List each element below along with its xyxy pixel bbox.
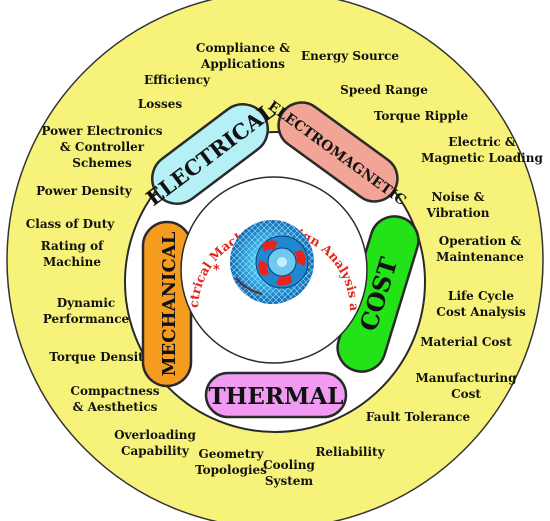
parameter-label: Speed Range [340,83,428,97]
parameter-label-line: Material Cost [420,335,512,349]
category-label-mechanical: MECHANICAL [159,231,180,376]
parameter-label: Compliance & Applications [196,41,290,71]
parameter-label: Material Cost [420,335,512,349]
parameter-label-line: Geometry [198,447,264,461]
parameter-label: Power Density [36,184,133,198]
category-thermal: THERMAL [204,371,348,419]
parameter-label-line: Cost [451,387,481,401]
category-mechanical: MECHANICAL [141,220,193,388]
parameter-label: Class of Duty [26,217,116,231]
parameter-label: Electric & Magnetic Loading [421,135,543,165]
category-label-thermal: THERMAL [209,383,344,410]
parameter-label-line: & Aesthetics [73,400,158,414]
parameter-label-line: Dynamic [57,296,115,310]
parameter-label: Losses [138,97,183,111]
parameter-label-line: Life Cycle [448,289,514,303]
motor-image [230,220,314,304]
parameter-label: Torque Ripple [374,109,469,123]
parameter-label-line: Rating of [41,239,104,253]
parameter-label: Rating of Machine [41,239,104,269]
parameter-label-line: Compactness [70,384,159,398]
parameter-label-line: Energy Source [301,49,399,63]
parameter-label: Noise & Vibration [426,190,490,220]
parameter-label-line: Reliability [315,445,385,459]
parameter-label-line: Cooling [263,458,315,472]
parameter-label-line: & Controller [60,140,145,154]
parameter-label: Compactness & Aesthetics [70,384,159,414]
parameter-label-line: Noise & [432,190,485,204]
parameter-labels: Compliance & Applications Energy SourceEff… [26,41,544,488]
parameter-label-line: Electric & [448,135,516,149]
parameter-label-line: Maintenance [436,250,524,264]
parameter-label: Reliability [315,445,385,459]
parameter-label-line: Losses [138,97,183,111]
parameter-label-line: Overloading [114,428,196,442]
title-star-icon: * [213,263,220,278]
parameter-label-line: Compliance & [196,41,290,55]
parameter-label-line: Manufacturing [415,371,517,385]
parameter-label-line: Torque Density [49,350,151,364]
parameter-label-line: Vibration [426,206,490,220]
parameter-label: Torque Density [49,350,151,364]
parameter-label-line: Efficiency [144,73,211,87]
parameter-label: Fault Tolerance [366,410,471,424]
parameter-label-line: Applications [200,57,285,71]
parameter-label: Energy Source [301,49,399,63]
parameter-label-line: Schemes [72,156,132,170]
parameter-label-line: System [265,474,314,488]
parameter-label-line: Class of Duty [26,217,116,231]
parameter-label-line: Operation & [439,234,522,248]
parameter-label: Operation & Maintenance [436,234,524,264]
parameter-label-line: Machine [43,255,101,269]
parameter-label-line: Power Electronics [41,124,162,138]
parameter-label-line: Performance [43,312,130,326]
parameter-label-line: Power Density [36,184,133,198]
parameter-label-line: Cost Analysis [436,305,526,319]
parameter-label-line: Torque Ripple [374,109,469,123]
parameter-label-line: Magnetic Loading [421,151,543,165]
parameter-label-line: Topologies [195,463,267,477]
parameter-label-line: Fault Tolerance [366,410,471,424]
parameter-label-line: Speed Range [340,83,428,97]
parameter-label: Efficiency [144,73,211,87]
parameter-label-line: Capability [121,444,190,458]
